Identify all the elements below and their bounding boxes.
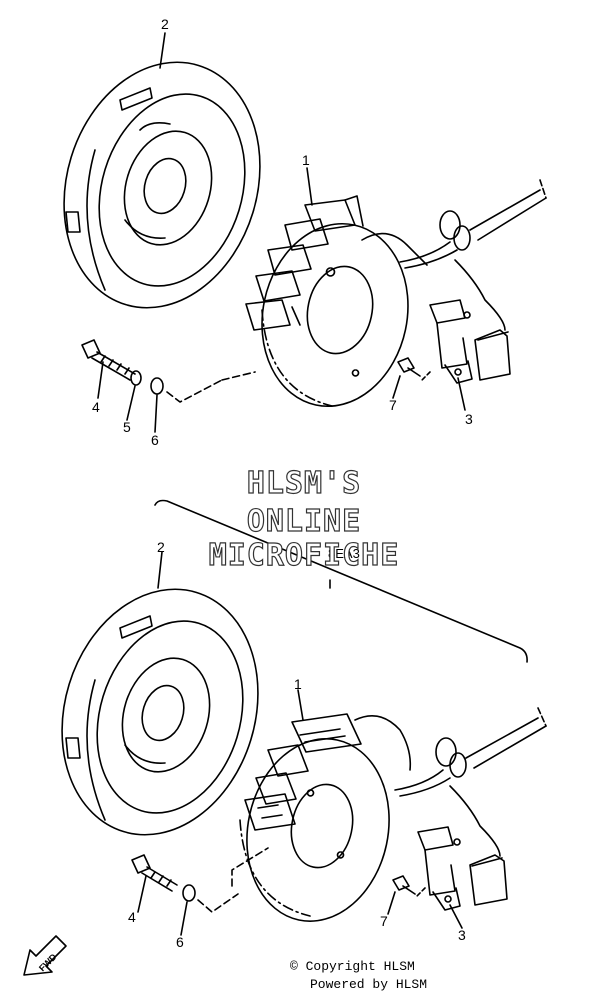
fwd-arrow-icon: FWD	[23, 935, 67, 976]
lower-screw	[392, 875, 426, 897]
lower-callout-3: 3	[458, 927, 466, 943]
upper-stator	[245, 195, 428, 408]
powered-by-text: Powered by HLSM	[310, 977, 428, 992]
lower-plain-washer	[182, 884, 196, 902]
upper-callout-6: 6	[151, 432, 159, 448]
lower-bolt	[131, 854, 178, 892]
upper-assembly: 2 1 4 5 6 7 3	[63, 16, 547, 448]
upper-callout-5: 5	[123, 419, 131, 435]
variant-bracket: 8EA3	[154, 499, 528, 663]
watermark-line-1: HLSM'S	[246, 465, 362, 501]
upper-screw	[397, 357, 431, 381]
lower-callout-7: 7	[380, 913, 388, 929]
lower-rotor	[61, 588, 259, 836]
upper-clamp	[429, 299, 473, 384]
watermark-line-3: MICROFICHE	[208, 537, 400, 573]
lower-clamp	[417, 826, 461, 911]
upper-callout-3: 3	[465, 411, 473, 427]
lower-stator	[239, 713, 412, 922]
variant-code: 8EA3	[328, 546, 360, 561]
upper-harness	[399, 179, 547, 381]
upper-callout-1: 1	[302, 152, 310, 168]
copyright-text: © Copyright HLSM	[290, 959, 415, 974]
upper-callout-7: 7	[389, 397, 397, 413]
lower-harness	[394, 707, 547, 906]
lower-callout-6: 6	[176, 934, 184, 950]
lower-assembly: 2 1 4 6 7 3	[61, 539, 547, 950]
lower-callout-4: 4	[128, 909, 136, 925]
upper-plain-washer	[150, 377, 164, 395]
upper-callout-4: 4	[92, 399, 100, 415]
watermark-line-2: ONLINE	[246, 503, 362, 539]
lower-callout-1: 1	[294, 676, 302, 692]
upper-spring-washer	[130, 370, 142, 386]
upper-callout-2: 2	[161, 16, 169, 32]
upper-rotor	[63, 61, 261, 309]
upper-bolt	[81, 339, 136, 381]
lower-callout-2: 2	[157, 539, 165, 555]
